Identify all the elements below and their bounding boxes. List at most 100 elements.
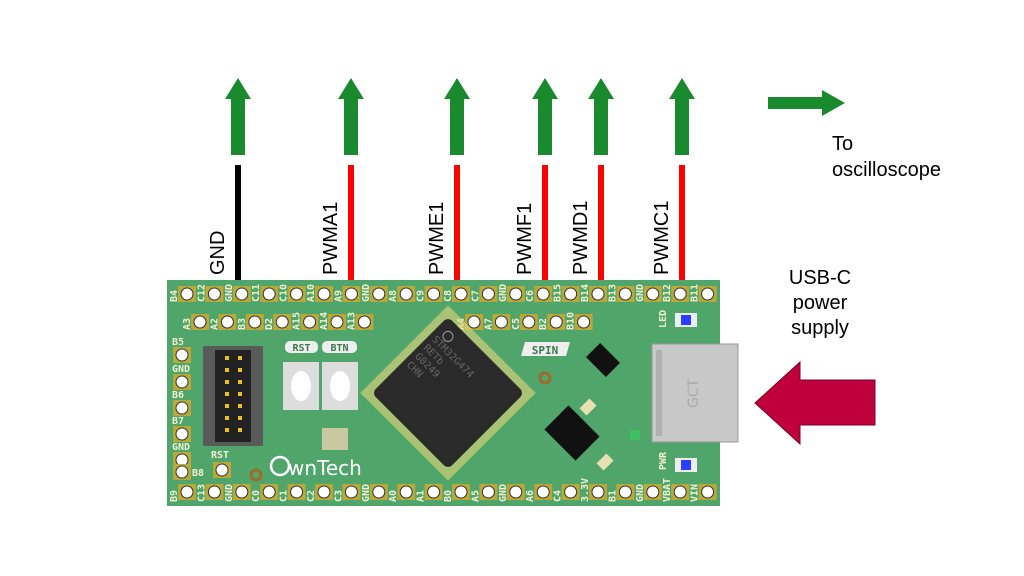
pin-inner[interactable] [330,315,344,329]
wire-gnd [235,165,241,295]
pin-inner[interactable] [467,315,481,329]
pin-top[interactable] [262,287,276,301]
pin-inner[interactable] [577,315,591,329]
pin-inner[interactable] [248,315,262,329]
pin-inner[interactable] [549,315,563,329]
pin-top[interactable] [427,287,441,301]
pin-top[interactable] [509,287,523,301]
pin-top[interactable] [454,287,468,301]
pin-top[interactable] [317,287,331,301]
pin-inner[interactable] [275,315,289,329]
arrow-head [225,78,251,99]
pwr-label: PWR [658,451,669,470]
pin-top[interactable] [180,287,194,301]
signal-label-gnd: GND [207,231,229,275]
pin-bottom[interactable] [344,485,358,499]
arrow-shaft [538,98,552,155]
pin-label: C8 [443,290,454,302]
legend-text-line1: To [832,133,853,155]
pin-bottom[interactable] [235,485,249,499]
pin-label: A9 [333,290,344,302]
pin-rst[interactable] [215,463,229,477]
pin-label: D2 [264,318,275,330]
pin-top[interactable] [372,287,386,301]
pin-inner[interactable] [303,315,317,329]
pin-top[interactable] [536,287,550,301]
pin-label: B11 [690,284,701,302]
pin-bottom[interactable] [591,485,605,499]
pin-bottom[interactable] [317,485,331,499]
pin-bottom[interactable] [701,485,715,499]
pin-inner[interactable] [193,315,207,329]
pin-bottom[interactable] [646,485,660,499]
pin-label: A13 [346,312,357,330]
pin-top[interactable] [564,287,578,301]
pin-bottom[interactable] [454,485,468,499]
pin-top[interactable] [481,287,495,301]
pin-top[interactable] [235,287,249,301]
pin-inner[interactable] [220,315,234,329]
pin-bottom[interactable] [564,485,578,499]
pin-label: B14 [580,284,591,302]
pin-bottom[interactable] [427,485,441,499]
pin-top[interactable] [646,287,660,301]
pin-left[interactable] [175,465,189,479]
jtag-pin [225,404,229,408]
user-button-cap[interactable] [330,371,350,401]
arrow-head [588,78,614,99]
pin-label: C6 [525,290,536,302]
wire-pwme1 [454,165,460,295]
oscilloscope-probe-arrow [444,78,470,155]
pin-label: B15 [553,284,564,302]
pin-top[interactable] [701,287,715,301]
pin-top[interactable] [344,287,358,301]
pin-label: B13 [607,284,618,302]
wire-pwmc1 [679,165,685,295]
pin-bottom[interactable] [262,485,276,499]
pin-label: B4 [169,290,180,302]
pin-label: GND [498,284,509,302]
status-led-lens [681,315,691,325]
pin-left[interactable] [175,375,189,389]
rst-button-cap[interactable] [291,371,311,401]
pin-label: GND [172,364,190,375]
usb-c-connector[interactable] [651,343,739,443]
oscilloscope-probe-arrow [669,78,695,155]
arrow-head [338,78,364,99]
arrow-shaft [450,98,464,155]
pin-bottom[interactable] [207,485,221,499]
pin-left[interactable] [175,348,189,362]
pin-top[interactable] [591,287,605,301]
pin-top[interactable] [290,287,304,301]
pin-bottom[interactable] [536,485,550,499]
pin-left[interactable] [175,401,189,415]
pin-top[interactable] [618,287,632,301]
signal-label-pwmd1: PWMD1 [570,201,592,275]
pin-top[interactable] [673,287,687,301]
pin-inner[interactable] [357,315,371,329]
pin-bottom[interactable] [481,485,495,499]
pin-label: GND [635,484,646,502]
pin-top[interactable] [399,287,413,301]
pin-bottom[interactable] [673,485,687,499]
pin-inner[interactable] [494,315,508,329]
pin-bottom[interactable] [618,485,632,499]
pin-bottom[interactable] [290,485,304,499]
btn-label: BTN [330,343,348,354]
pin-bottom[interactable] [399,485,413,499]
spin-label-bg [521,342,570,356]
pin-bottom[interactable] [509,485,523,499]
pin-top[interactable] [207,287,221,301]
usb-text-line2: power [793,292,848,314]
pin-label: B1 [607,490,618,502]
pin-inner[interactable] [522,315,536,329]
regulator-small [586,343,620,377]
oscilloscope-probe-arrow [532,78,558,155]
pin-bottom[interactable] [372,485,386,499]
pin-bottom[interactable] [180,485,194,499]
mount-hole [249,468,263,482]
pin-left[interactable] [175,427,189,441]
wire-pwma1 [348,165,354,295]
pin-label: C9 [416,290,427,302]
